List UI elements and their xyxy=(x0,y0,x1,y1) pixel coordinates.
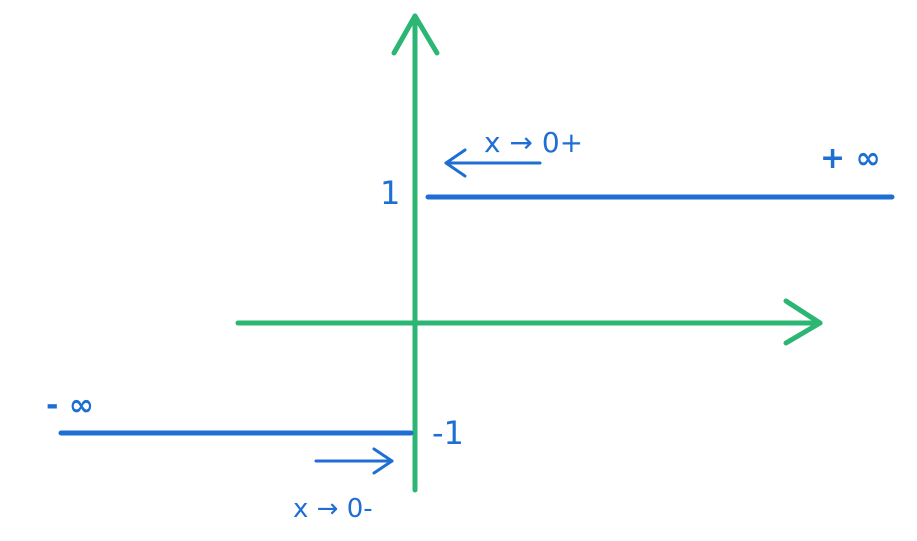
left-limit-arrowhead xyxy=(372,447,394,475)
right-limit-arrowhead xyxy=(444,148,467,178)
positive-infinity-label: + ∞ xyxy=(820,141,881,176)
negative-infinity-label: - ∞ xyxy=(46,388,94,423)
y-tick-label-one: 1 xyxy=(380,174,400,212)
left-limit-annotation: x → 0- xyxy=(293,447,394,524)
right-limit-annotation: x → 0+ xyxy=(444,126,583,178)
y-axis-arrowhead xyxy=(391,13,440,56)
axes xyxy=(235,13,823,493)
y-tick-label-minus-one: -1 xyxy=(432,414,464,452)
left-limit-label: x → 0- xyxy=(293,494,373,524)
right-limit-label: x → 0+ xyxy=(484,126,583,159)
x-axis-arrowhead xyxy=(783,298,823,346)
